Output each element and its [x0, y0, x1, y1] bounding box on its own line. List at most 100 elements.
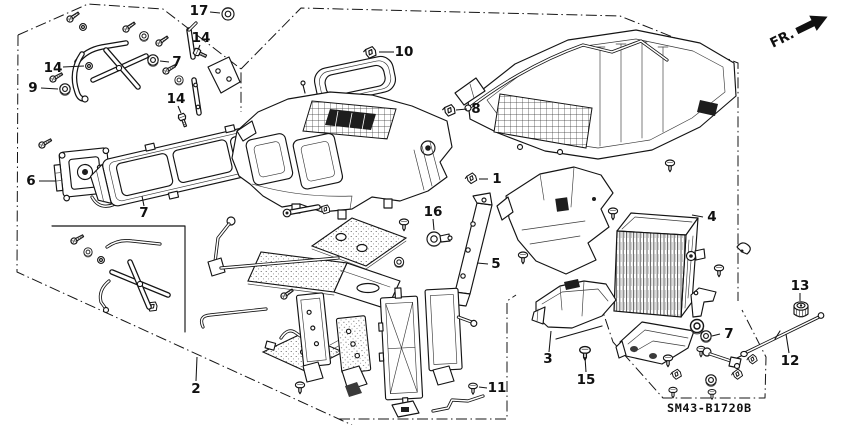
callout-label-13-20[interactable]: 13	[791, 278, 810, 294]
callout-leader-2	[195, 356, 198, 382]
callout-label-14-1[interactable]: 14	[192, 30, 211, 46]
border-top-left-panel	[17, 3, 242, 112]
seal-gasket	[313, 55, 397, 105]
callout-leader-11	[478, 386, 488, 389]
washer-icon	[97, 256, 105, 264]
grommet-icon	[705, 374, 717, 387]
callout-layer: 17 14 7 14 9 14 10 8 6 7 1 16 5 4 3 11 2 15 7 12 13	[26, 3, 809, 397]
border-main	[240, 7, 739, 301]
grommet-icon	[689, 318, 705, 335]
duct-3	[531, 279, 617, 329]
callout-leader-14	[177, 105, 182, 114]
callout-leader-7	[141, 195, 145, 207]
callout-leader-8	[455, 108, 468, 111]
callout-leader-9	[40, 87, 59, 90]
callout-label-14-5[interactable]: 14	[167, 91, 186, 107]
clip-icon	[669, 368, 683, 381]
hook-clip-icon	[736, 242, 751, 255]
callout-label-10-6[interactable]: 10	[395, 44, 414, 60]
mount-base-group	[615, 287, 759, 400]
linkage-lever-group	[48, 7, 241, 129]
seal-plate-a	[310, 217, 408, 270]
push-screw-icon	[607, 207, 619, 221]
screw-11-icon	[468, 382, 478, 395]
callout-leader-7	[711, 333, 721, 337]
grommet-9-icon	[59, 83, 71, 96]
center-duct-bracket	[496, 166, 614, 275]
callout-label-12-19[interactable]: 12	[781, 353, 800, 369]
push-screw-icon	[668, 386, 678, 399]
push-screw-icon	[517, 251, 529, 265]
callout-leader-14	[197, 44, 201, 51]
control-rod-12	[736, 312, 825, 359]
clip-icon	[319, 204, 330, 215]
grommet-icon	[174, 75, 184, 86]
callout-leader-14	[62, 65, 85, 68]
diagram-part-code: SM43-B1720B	[667, 401, 752, 415]
callout-leader-16	[432, 218, 435, 231]
callout-label-17-0[interactable]: 17	[190, 3, 209, 19]
lever-pivot-hole	[115, 64, 123, 72]
callout-label-3-14[interactable]: 3	[543, 351, 552, 367]
grommet-7-icon	[700, 330, 712, 343]
push-screw-icon	[713, 264, 725, 278]
callout-leader-3	[548, 330, 552, 353]
clip-icon	[745, 353, 759, 366]
washer-icon	[79, 23, 87, 31]
grommet-icon	[139, 31, 149, 42]
heater-case-lower	[231, 80, 453, 220]
border-left-bottom	[16, 34, 353, 425]
screw-icon	[37, 136, 54, 150]
callout-label-8-7[interactable]: 8	[471, 101, 480, 117]
push-screw-icon	[294, 381, 306, 395]
diagram-borders	[16, 3, 767, 425]
heater-core	[607, 159, 751, 318]
callout-label-14-3[interactable]: 14	[44, 60, 63, 76]
front-direction-indicator: FR.	[767, 15, 828, 51]
bolt-14-icon	[176, 112, 190, 129]
callout-leader-5	[476, 262, 489, 265]
bracket-group-2	[51, 225, 186, 333]
control-rods-group	[69, 204, 340, 329]
callout-label-7-2[interactable]: 7	[172, 54, 181, 70]
clip-1-icon	[463, 171, 478, 186]
callout-leader-12	[785, 333, 790, 354]
grommet-16-icon	[426, 231, 453, 247]
grommet-17-icon	[221, 7, 235, 21]
callout-leader-4	[691, 214, 704, 218]
collar-14-icon	[85, 62, 93, 70]
screw-icon	[154, 33, 170, 48]
grommet-icon	[83, 247, 93, 258]
callout-leader-15	[584, 356, 587, 373]
callout-label-16-11[interactable]: 16	[424, 204, 443, 220]
screw-icon	[279, 286, 295, 301]
knob-13	[793, 301, 809, 318]
push-screw-icon	[398, 218, 410, 232]
push-screw-icon	[664, 159, 676, 173]
grommet-icon	[393, 256, 405, 269]
screw-icon	[121, 19, 137, 34]
callout-label-7-18[interactable]: 7	[724, 326, 733, 342]
callout-label-7-9[interactable]: 7	[139, 205, 148, 221]
callout-leader-7	[159, 60, 170, 63]
bracket-part-3	[555, 325, 603, 340]
callout-label-5-12[interactable]: 5	[491, 256, 500, 272]
clip-8-icon	[441, 103, 456, 118]
callout-label-15-17[interactable]: 15	[577, 372, 596, 388]
clip-icon	[730, 367, 744, 382]
callout-label-4-13[interactable]: 4	[707, 209, 716, 225]
callout-label-2-16[interactable]: 2	[191, 381, 200, 397]
linkage-plate	[207, 56, 241, 94]
screw-icon	[69, 232, 86, 246]
callout-label-9-4[interactable]: 9	[28, 80, 37, 96]
callout-label-11-15[interactable]: 11	[488, 380, 507, 396]
heater-case-upper	[454, 29, 737, 160]
damper-doors-group	[295, 218, 485, 418]
front-arrow-icon	[795, 15, 828, 35]
callout-leader-17	[209, 11, 221, 14]
grommet-7-icon	[147, 54, 159, 67]
callout-label-6-8[interactable]: 6	[26, 173, 35, 189]
callout-label-1-10[interactable]: 1	[492, 171, 501, 187]
